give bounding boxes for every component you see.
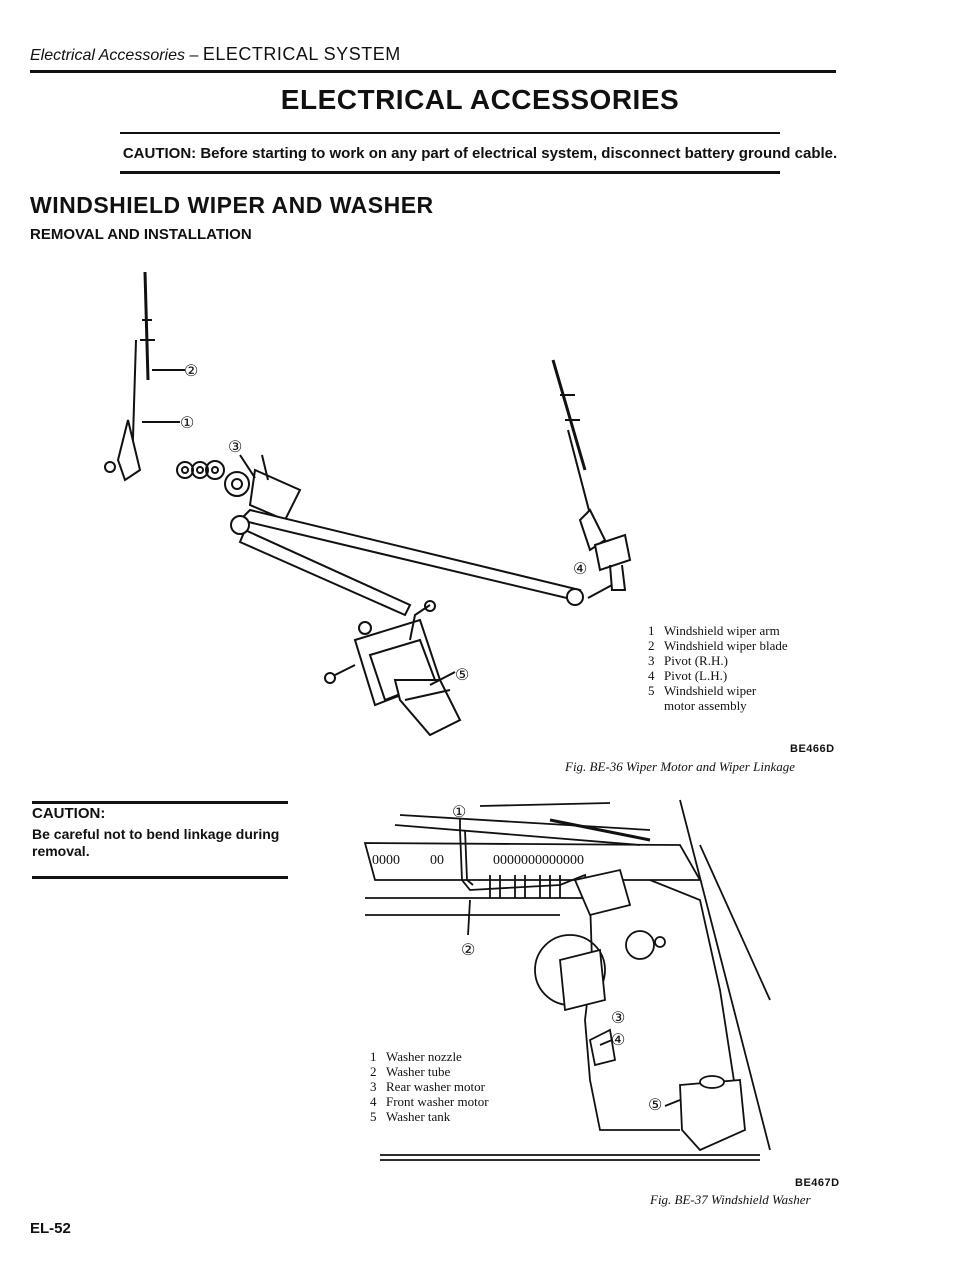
fig2-callout-1: ① — [452, 804, 466, 821]
washer-tank — [679, 1079, 746, 1152]
side-caution-rule-top — [32, 801, 288, 804]
svg-text:00: 00 — [430, 853, 444, 868]
fig2-caption: Fig. BE-37 Windshield Washer — [650, 1192, 811, 1207]
fig2-callout-3: ③ — [611, 1010, 625, 1027]
section-title: WINDSHIELD WIPER AND WASHER — [30, 192, 434, 218]
caution-banner: CAUTION: Before starting to work on any … — [122, 145, 838, 162]
fig1-callout-4: ④ — [573, 561, 587, 578]
washer-motor-rear — [588, 1028, 617, 1067]
svg-text:0000: 0000 — [372, 853, 400, 868]
page-title: ELECTRICAL ACCESSORIES — [280, 84, 680, 115]
fig1-callout-3: ③ — [228, 439, 242, 456]
running-header-system: ELECTRICAL SYSTEM — [202, 44, 401, 64]
subsection-title: REMOVAL AND INSTALLATION — [30, 226, 252, 243]
fig1-callout-1: ① — [180, 415, 194, 432]
fig1-caption: Fig. BE-36 Wiper Motor and Wiper Linkage — [565, 759, 796, 774]
caution-rule-bottom — [120, 171, 780, 174]
header-rule — [30, 70, 836, 73]
fig2-callout-2: ② — [461, 942, 475, 959]
side-caution-title: CAUTION: — [32, 805, 106, 822]
running-header-dash: – — [185, 47, 203, 64]
side-caution-rule-bottom — [32, 876, 288, 879]
windshield-washer-illustration: 0000 00 0000000000000 ① ② — [363, 799, 771, 1161]
running-header-section: Electrical Accessories — [30, 47, 186, 64]
fig2-code: BE467D — [795, 1177, 840, 1189]
running-header: Electrical Accessories – ELECTRICAL SYST… — [30, 44, 401, 65]
wiper-blade-rh — [143, 271, 150, 381]
fig2-callout-4: ④ — [611, 1032, 625, 1049]
linkage-rod-crank — [238, 528, 412, 617]
wiper-blade-lh — [551, 359, 587, 471]
wiper-linkage-illustration: ② ① ③ ④ ⑤ — [104, 271, 632, 737]
side-caution-text: Be careful not to bend linkage during re… — [32, 826, 280, 859]
fig1-callout-2: ② — [184, 363, 198, 380]
legend-item: motor assembly — [664, 698, 747, 713]
fig1-code: BE466D — [790, 743, 835, 755]
svg-text:0000000000000: 0000000000000 — [493, 853, 584, 868]
fig1-callout-5: ⑤ — [455, 667, 469, 684]
page-number: EL-52 — [30, 1220, 71, 1237]
caution-rule-top — [120, 132, 780, 134]
wiper-motor-body — [393, 679, 462, 737]
fender-edge — [679, 799, 771, 1151]
fig2-callout-5: ⑤ — [648, 1097, 662, 1114]
